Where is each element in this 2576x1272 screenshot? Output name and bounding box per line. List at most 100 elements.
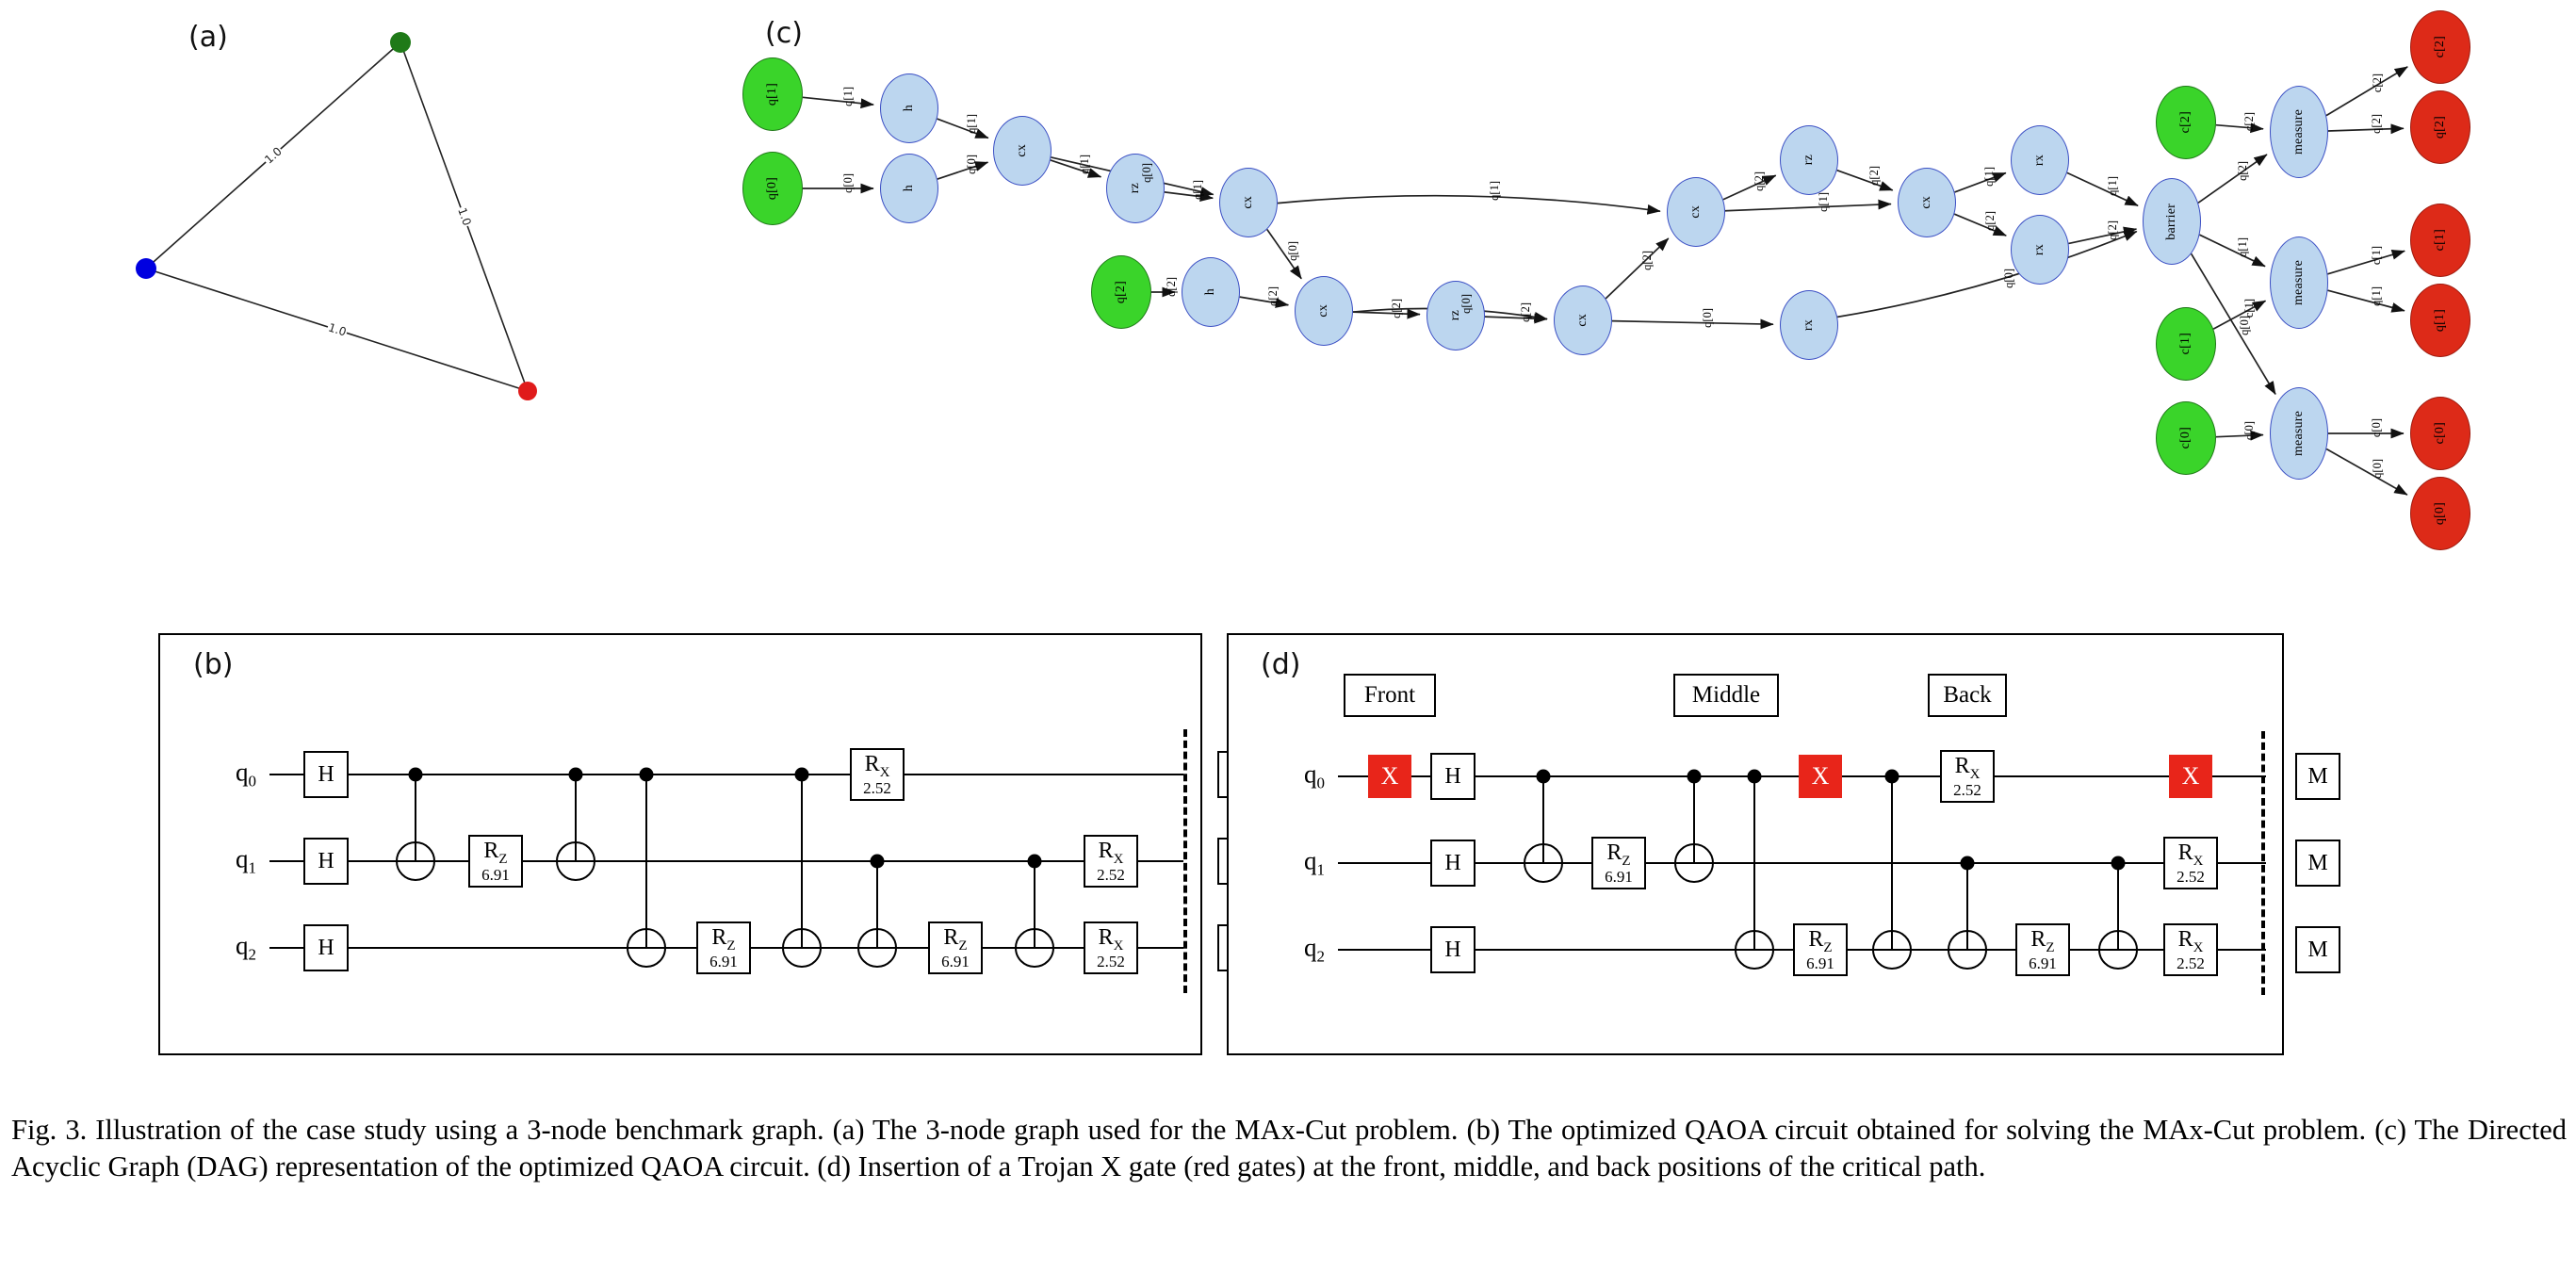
- panel-c-label: (c): [765, 17, 803, 50]
- dag-node-label: c[1]: [2433, 229, 2447, 252]
- dag-edge: [937, 118, 989, 139]
- dag-node-measure: measure: [2270, 387, 2328, 480]
- dag-edge-label: q[2]: [1752, 171, 1766, 191]
- dag-node-rx: rx: [2011, 215, 2069, 285]
- panel-b-label: (b): [193, 648, 234, 681]
- gate-h: H: [1430, 926, 1475, 973]
- dag-edge-label: q[2]: [1982, 210, 1997, 231]
- dag-edge-label: q[1]: [1982, 166, 1997, 187]
- dag-node-label: cx: [1575, 314, 1590, 327]
- gate-symbol: X: [1811, 762, 1830, 790]
- dag-edge-label: q[0]: [1459, 293, 1474, 314]
- cnot-control-dot: [2111, 856, 2126, 871]
- gate-symbol: M: [2307, 938, 2328, 962]
- cnot-control-dot: [1687, 769, 1702, 784]
- dag-edge: [1484, 313, 1548, 324]
- dag-edge: [1724, 199, 1892, 212]
- gate-symbol: H: [318, 849, 334, 873]
- gate-symbol: RX: [2177, 840, 2204, 869]
- cnot-target-circle: [2098, 930, 2138, 970]
- qubit-label-q0: q0: [1304, 759, 1325, 792]
- dag-edge: [2197, 154, 2268, 204]
- cnot-target-circle: [1872, 930, 1912, 970]
- cnot-target-circle: [782, 928, 822, 968]
- dag-node-q0: q[0]: [742, 152, 803, 225]
- dag-edge: [2327, 289, 2405, 313]
- qubit-label-text: q2: [236, 931, 256, 964]
- gate-parameter: 2.52: [863, 779, 891, 798]
- dag-edge: [1352, 308, 1421, 319]
- gate-symbol: M: [2307, 851, 2328, 875]
- dag-node-label: q[2]: [2433, 115, 2447, 139]
- dag-node-label: rz: [1802, 155, 1816, 166]
- dag-node-rz: rz: [1106, 154, 1165, 223]
- dag-edge-label: c[2]: [2371, 73, 2385, 93]
- cnot-control-dot: [794, 767, 809, 782]
- qubit-label-text: q2: [1304, 933, 1325, 966]
- dag-edge-label: q[1]: [1488, 181, 1502, 201]
- dag-edge-label: q[1]: [1816, 191, 1830, 212]
- dag-node-q1: q[1]: [2410, 284, 2470, 357]
- dag-node-q0: q[0]: [2410, 477, 2470, 550]
- qubit-wire: [269, 773, 1183, 776]
- dag-edge-label: q[1]: [2370, 286, 2384, 306]
- cnot-target-circle: [396, 841, 435, 881]
- trojan-position-tag: Back: [1928, 674, 2007, 717]
- gate-parameter: 2.52: [1097, 866, 1125, 885]
- dag-node-c2: c[2]: [2156, 86, 2216, 159]
- graph-node: [136, 258, 156, 279]
- dag-edge: [1836, 169, 1894, 191]
- gate-symbol: RZ: [711, 924, 736, 954]
- dag-edge-label: q[1]: [1191, 180, 1205, 201]
- cnot-control-dot: [408, 767, 423, 782]
- dag-node-h: h: [880, 154, 938, 223]
- gate-symbol: X: [2181, 762, 2200, 790]
- dag-node-label: rx: [2032, 154, 2046, 167]
- dag-node-cx: cx: [1554, 285, 1612, 355]
- cnot-target-circle: [857, 928, 897, 968]
- dag-node-label: cx: [1241, 196, 1255, 209]
- qubit-label-text: q0: [1304, 759, 1325, 792]
- gate-m: M: [2295, 926, 2340, 973]
- dag-node-measure: measure: [2270, 86, 2328, 178]
- dag-edge: [1266, 228, 1302, 280]
- dag-edge-label: q[2]: [1519, 302, 1533, 323]
- gate-symbol: RX: [1098, 924, 1124, 954]
- gate-parameter: 6.91: [2029, 954, 2057, 973]
- dag-edge: [802, 96, 874, 109]
- qubit-label-q1: q1: [1304, 846, 1325, 879]
- dag-node-cx: cx: [1898, 168, 1956, 237]
- gate-symbol: RZ: [1606, 840, 1631, 869]
- dag-edge: [1954, 171, 2007, 193]
- dag-node-c2: c[2]: [2410, 10, 2470, 84]
- gate-parameter: 2.52: [1953, 781, 1981, 800]
- gate-symbol: RZ: [943, 924, 968, 954]
- dag-edge: [1722, 174, 1777, 201]
- panel-d-label: (d): [1261, 648, 1301, 681]
- dag-edge-label: q[0]: [2001, 268, 2015, 288]
- dag-node-rz: rz: [1780, 125, 1838, 195]
- dag-node-c1: c[1]: [2156, 307, 2216, 381]
- dag-edges-svg: [802, 66, 2408, 496]
- gate-parameter: 2.52: [2177, 868, 2205, 887]
- dag-node-label: q[1]: [2433, 308, 2447, 333]
- dag-edge-label: c[1]: [2370, 246, 2384, 266]
- cnot-target-circle: [1735, 930, 1774, 970]
- gate-symbol: RZ: [2030, 926, 2055, 955]
- dag-edge: [1277, 194, 1661, 215]
- dag-edge: [2327, 250, 2405, 275]
- dag-node-label: barrier: [2164, 203, 2178, 240]
- dag-edge: [2215, 430, 2264, 441]
- trojan-position-tag-label: Front: [1363, 682, 1416, 708]
- dag-edge-label: q[2]: [1390, 298, 1404, 318]
- cnot-connector: [1890, 776, 1894, 950]
- trojan-position-tag-label: Back: [1943, 682, 1992, 708]
- cnot-target-circle: [1674, 843, 1714, 883]
- gate-parameter: 6.91: [941, 953, 970, 971]
- dag-edge: [2327, 123, 2405, 135]
